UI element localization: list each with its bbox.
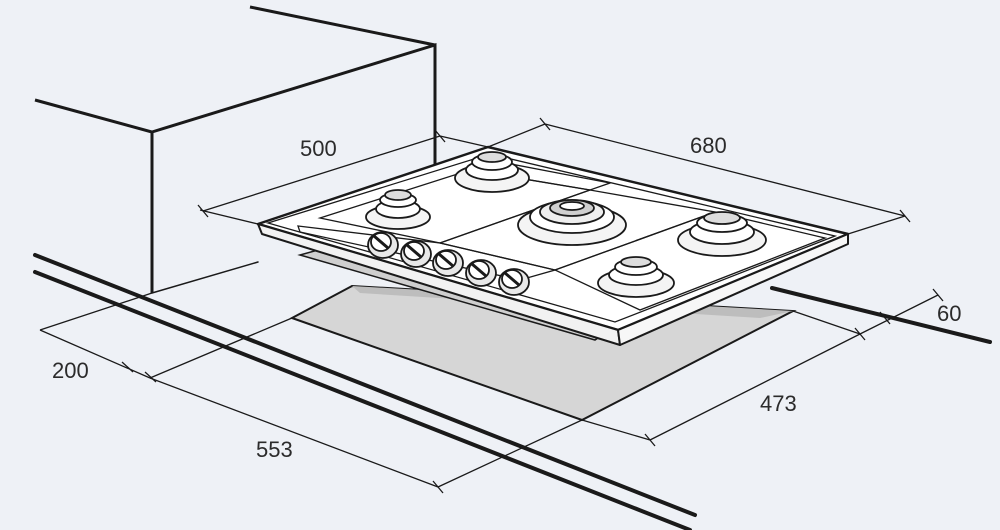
dimension-label-hob-width: 680	[690, 133, 727, 158]
burner-rear-left	[454, 151, 530, 193]
dimension-label-wall-clearance: 200	[52, 358, 89, 383]
dimension-label-hob-depth: 500	[300, 136, 337, 161]
control-knob-3	[432, 249, 464, 277]
dimension-label-cutout-width: 553	[256, 437, 293, 462]
dimension-label-cutout-depth: 473	[760, 391, 797, 416]
control-knob-4	[465, 259, 497, 287]
control-knob-2	[400, 240, 432, 268]
dimension-label-front-clearance: 60	[937, 301, 962, 326]
dimension-lines	[39, 117, 944, 494]
burner-left	[365, 189, 431, 230]
burner-front-right	[597, 256, 675, 298]
burner-right	[677, 211, 767, 257]
wall-cabinet	[34, 5, 437, 293]
burner-center-wok	[517, 199, 627, 246]
control-knob-1	[367, 231, 399, 259]
worktop-edges	[33, 253, 992, 530]
control-knob-5	[498, 268, 530, 296]
